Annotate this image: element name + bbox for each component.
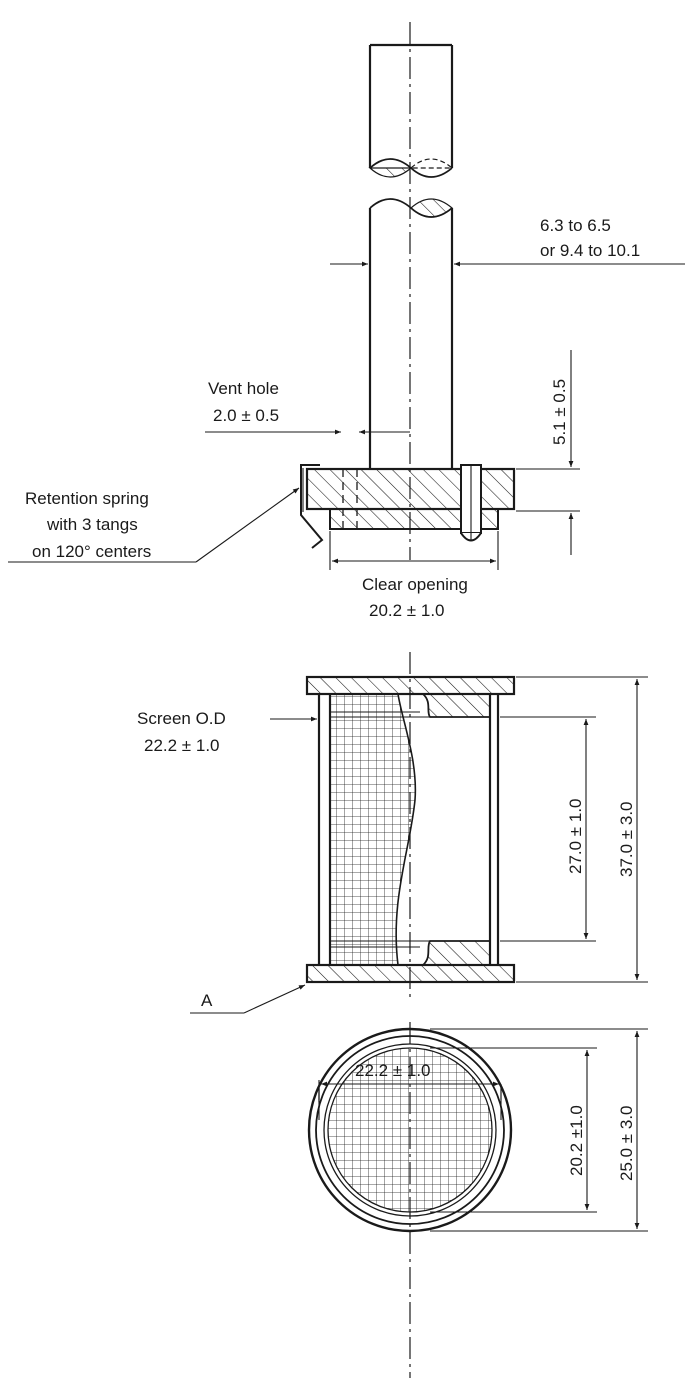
clear-opening-value: 20.2 ± 1.0 xyxy=(369,601,445,620)
basket-disk xyxy=(300,464,516,549)
reference-a-callout: A xyxy=(190,984,306,1014)
plan-outer-label: 25.0 ± 3.0 xyxy=(617,1106,636,1182)
plan-width-dimension: 22.2 ± 1.0 xyxy=(318,1061,502,1120)
basket-side-view: Screen O.D 22.2 ± 1.0 27.0 ± 1.0 37.0 ± … xyxy=(137,652,648,1014)
retention-spring xyxy=(300,464,324,549)
vent-hole-value: 2.0 ± 0.5 xyxy=(213,406,279,425)
rod-diameter-label-2: or 9.4 to 10.1 xyxy=(540,241,640,260)
screen-length-dimension: 27.0 ± 1.0 xyxy=(500,716,596,942)
basket-plan-view: 22.2 ± 1.0 20.2 ±1.0 25.0 ± 3.0 xyxy=(307,1022,648,1378)
clear-opening-dimension: Clear opening 20.2 ± 1.0 xyxy=(329,531,499,620)
screen-length-label: 27.0 ± 1.0 xyxy=(566,799,585,875)
plan-inner-label: 20.2 ±1.0 xyxy=(567,1105,586,1176)
screen-od-callout: Screen O.D 22.2 ± 1.0 xyxy=(137,709,317,755)
screen-od-title: Screen O.D xyxy=(137,709,226,728)
disk-thickness-dimension: 5.1 ± 0.5 xyxy=(516,350,580,555)
shaft-lower xyxy=(368,198,454,469)
shaft-and-disk-view: 6.3 to 6.5 or 9.4 to 10.1 5.1 ± 0.5 xyxy=(8,22,685,620)
shaft-upper xyxy=(368,43,454,178)
spring-label-1: Retention spring xyxy=(25,489,149,508)
spring-label-3: on 120° centers xyxy=(32,542,151,561)
plan-inner-dimension: 20.2 ±1.0 xyxy=(430,1047,597,1213)
screen-mesh-plan xyxy=(328,1048,492,1212)
basket-height-label: 37.0 ± 3.0 xyxy=(617,802,636,878)
retention-spring-callout: Retention spring with 3 tangs on 120° ce… xyxy=(8,487,300,563)
clear-opening-title: Clear opening xyxy=(362,575,468,594)
plan-width-label: 22.2 ± 1.0 xyxy=(355,1061,431,1080)
rod-diameter-dimension: 6.3 to 6.5 or 9.4 to 10.1 xyxy=(330,216,685,267)
spring-label-2: with 3 tangs xyxy=(46,515,138,534)
rod-diameter-label-1: 6.3 to 6.5 xyxy=(540,216,611,235)
screen-mesh-side xyxy=(330,694,416,965)
screen-od-value: 22.2 ± 1.0 xyxy=(144,736,220,755)
vent-hole-callout: Vent hole 2.0 ± 0.5 xyxy=(205,379,410,435)
disk-thickness-label: 5.1 ± 0.5 xyxy=(550,379,569,445)
basket-height-dimension: 37.0 ± 3.0 xyxy=(516,676,648,983)
vent-hole-title: Vent hole xyxy=(208,379,279,398)
plan-outer-dimension: 25.0 ± 3.0 xyxy=(430,1028,648,1232)
reference-a-label: A xyxy=(201,991,213,1010)
